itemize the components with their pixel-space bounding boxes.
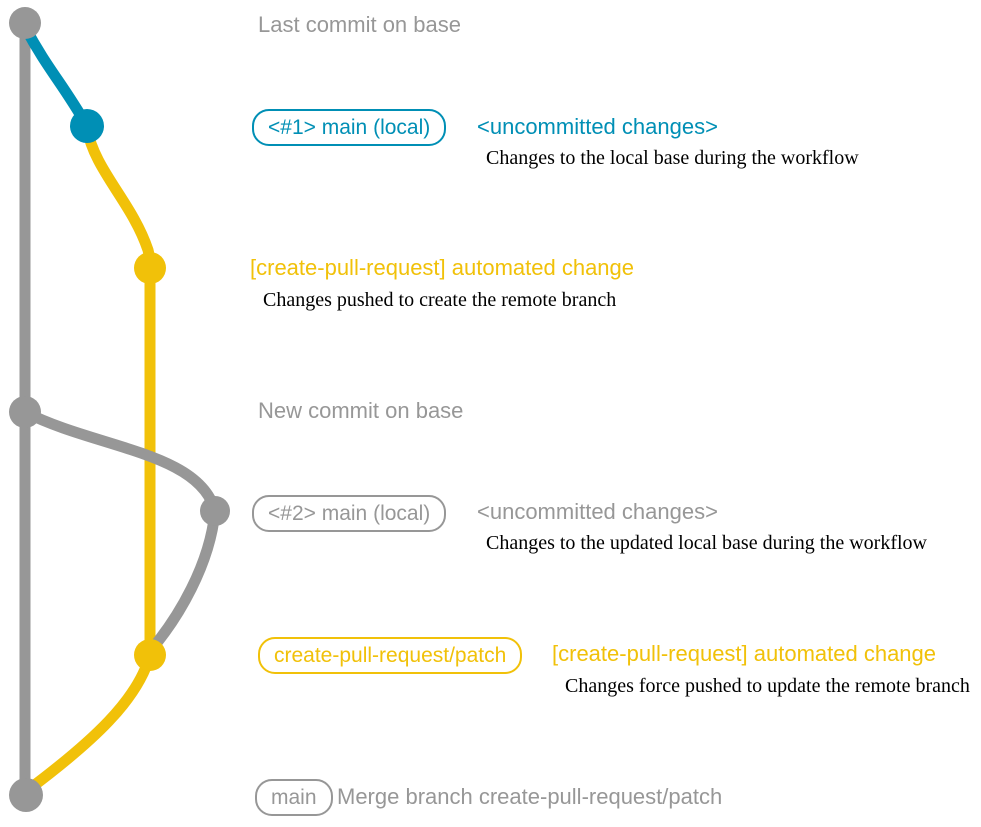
branch-badge-main-local-1-label: <#1> main (local) bbox=[268, 115, 431, 139]
branch-badge-create-pull-request-patch: create-pull-request/patch bbox=[258, 637, 523, 674]
branch-badge-main-local-2: <#2> main (local) bbox=[252, 495, 447, 532]
label-new-commit-on-base: New commit on base bbox=[258, 398, 464, 423]
note-automated-change-2: Changes force pushed to update the remot… bbox=[565, 675, 970, 697]
label-automated-change-2: [create-pull-request] automated change bbox=[552, 641, 937, 666]
note-uncommitted-changes-1: Changes to the local base during the wor… bbox=[486, 147, 859, 169]
label-merge-branch: Merge branch create-pull-request/patch bbox=[337, 784, 723, 809]
branch-badge-main-label: main bbox=[271, 785, 317, 809]
commit-dot-automated-change-1 bbox=[134, 252, 166, 284]
label-last-commit-on-base: Last commit on base bbox=[258, 12, 461, 37]
label-uncommitted-changes-2: <uncommitted changes> bbox=[477, 499, 718, 524]
commit-dot-automated-change-2 bbox=[134, 639, 166, 671]
branch-badge-main: main bbox=[255, 779, 333, 816]
commit-dot-uncommitted-changes-2 bbox=[200, 496, 230, 526]
uncommitted-branch-2-line bbox=[19, 406, 221, 656]
create-pull-request-branch-line bbox=[22, 122, 156, 796]
branch-badge-main-local-2-label: <#2> main (local) bbox=[268, 501, 431, 525]
label-uncommitted-changes-1: <uncommitted changes> bbox=[477, 114, 718, 139]
commit-dot-new-commit-on-base bbox=[9, 396, 41, 428]
label-automated-change-1: [create-pull-request] automated change bbox=[250, 255, 635, 280]
branch-badge-create-pull-request-patch-label: create-pull-request/patch bbox=[274, 643, 507, 667]
uncommitted-branch-1-line bbox=[19, 21, 93, 132]
commit-dot-uncommitted-changes-1 bbox=[70, 109, 104, 143]
note-automated-change-1: Changes pushed to create the remote bran… bbox=[263, 289, 617, 311]
commit-dot-last-commit-on-base bbox=[9, 7, 41, 39]
commit-dot-merge-commit bbox=[9, 778, 43, 812]
note-uncommitted-changes-2: Changes to the updated local base during… bbox=[486, 532, 927, 554]
branch-badge-main-local-1: <#1> main (local) bbox=[252, 109, 447, 146]
